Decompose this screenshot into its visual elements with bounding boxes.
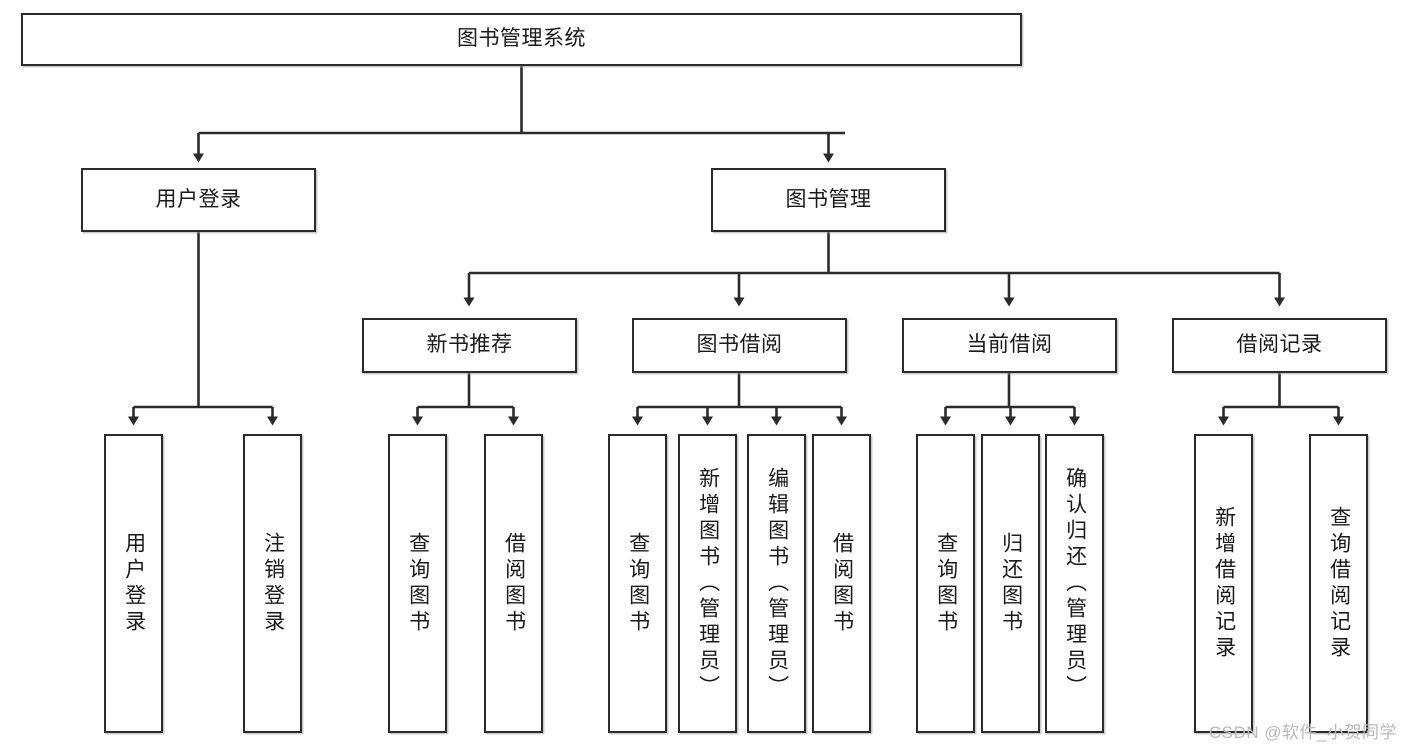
node-leaf-user-login[interactable]: 用户登录 [104, 434, 163, 733]
node-leaf-user-login-label: 用户登录 [122, 531, 146, 636]
node-book-borrow[interactable]: 图书借阅 [632, 318, 847, 373]
node-leaf-borrow-book-1-label: 借阅图书 [502, 531, 526, 636]
node-leaf-return-book[interactable]: 归还图书 [981, 434, 1040, 733]
node-current-borrow-label: 当前借阅 [966, 333, 1053, 357]
node-leaf-logout-login-label: 注销登录 [261, 531, 285, 636]
node-book-manage-label: 图书管理 [785, 187, 872, 211]
node-new-book-recommend-label: 新书推荐 [426, 333, 513, 357]
node-root[interactable]: 图书管理系统 [21, 13, 1022, 66]
node-leaf-borrow-book-1[interactable]: 借阅图书 [484, 434, 543, 733]
node-book-borrow-label: 图书借阅 [696, 333, 783, 357]
node-leaf-edit-book-label: 编辑图书（管理员） [765, 466, 789, 701]
node-leaf-query-book-3-label: 查询图书 [934, 531, 958, 636]
node-leaf-add-record[interactable]: 新增借阅记录 [1194, 434, 1253, 733]
node-current-borrow[interactable]: 当前借阅 [902, 318, 1117, 373]
node-user-login[interactable]: 用户登录 [81, 168, 316, 232]
node-leaf-borrow-book-2-label: 借阅图书 [830, 531, 854, 636]
node-borrow-record-label: 借阅记录 [1236, 333, 1323, 357]
node-leaf-query-record[interactable]: 查询借阅记录 [1309, 434, 1368, 733]
node-leaf-query-book-3[interactable]: 查询图书 [916, 434, 975, 733]
csdn-watermark: CSDN @软件_小贺同学 [1208, 723, 1397, 742]
node-leaf-edit-book[interactable]: 编辑图书（管理员） [747, 434, 806, 733]
node-leaf-add-book-label: 新增图书（管理员） [696, 466, 720, 701]
node-leaf-query-book-2-label: 查询图书 [626, 531, 650, 636]
node-leaf-add-record-label: 新增借阅记录 [1212, 505, 1236, 662]
node-leaf-add-book[interactable]: 新增图书（管理员） [678, 434, 737, 733]
node-user-login-label: 用户登录 [155, 187, 242, 211]
node-leaf-query-book-1[interactable]: 查询图书 [388, 434, 447, 733]
node-new-book-recommend[interactable]: 新书推荐 [362, 318, 577, 373]
node-leaf-logout-login[interactable]: 注销登录 [243, 434, 302, 733]
node-borrow-record[interactable]: 借阅记录 [1172, 318, 1387, 373]
node-leaf-query-record-label: 查询借阅记录 [1327, 505, 1351, 662]
node-leaf-return-book-label: 归还图书 [999, 531, 1023, 636]
node-leaf-confirm-return-label: 确认归还（管理员） [1063, 466, 1087, 701]
node-leaf-borrow-book-2[interactable]: 借阅图书 [812, 434, 871, 733]
node-leaf-confirm-return[interactable]: 确认归还（管理员） [1045, 434, 1104, 733]
node-root-label: 图书管理系统 [457, 27, 586, 51]
node-leaf-query-book-2[interactable]: 查询图书 [608, 434, 667, 733]
node-leaf-query-book-1-label: 查询图书 [406, 531, 430, 636]
node-book-manage[interactable]: 图书管理 [711, 168, 946, 232]
